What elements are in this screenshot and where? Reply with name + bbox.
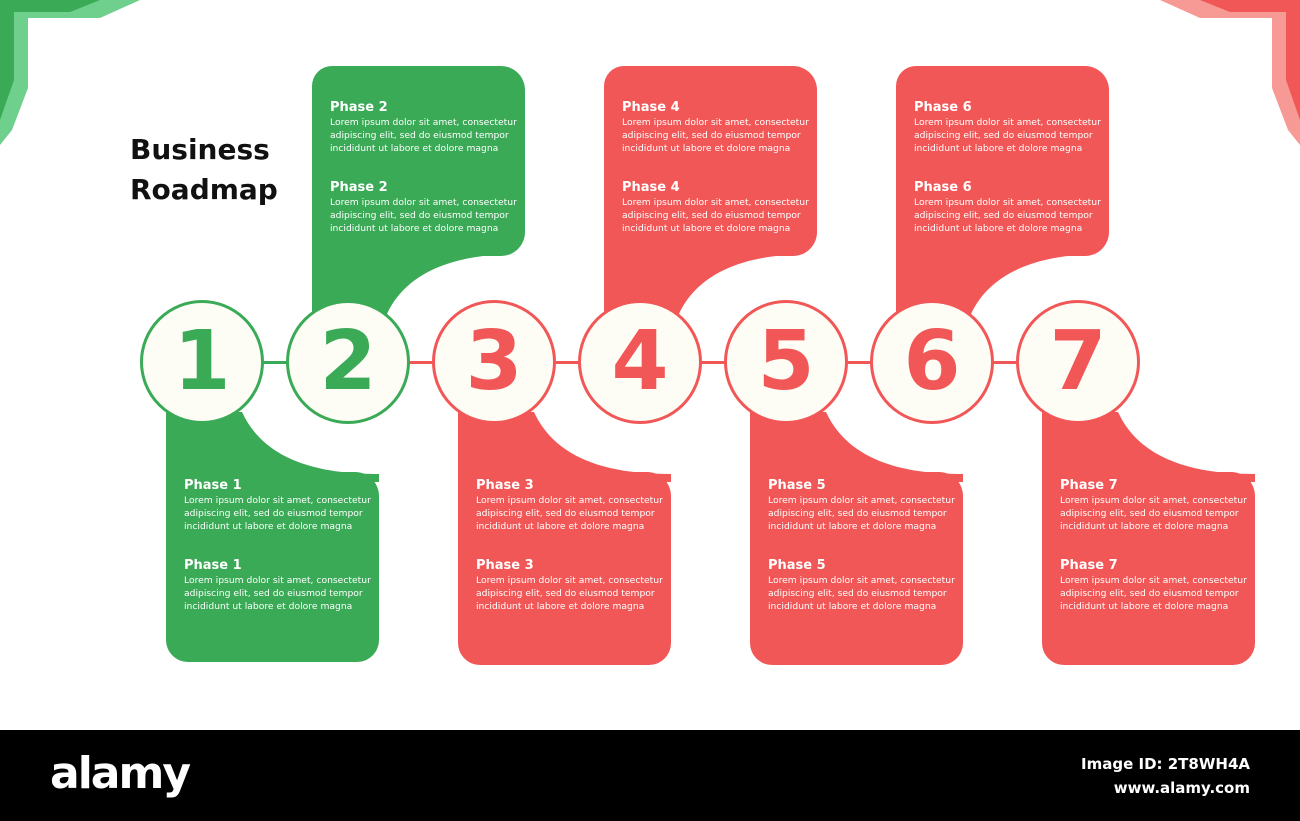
phase-description: Lorem ipsum dolor sit amet, consectetur … xyxy=(476,575,663,612)
corner-decoration-left xyxy=(0,0,140,145)
page-title: Business Roadmap xyxy=(130,130,278,210)
phase-number: 5 xyxy=(757,314,815,409)
connector-line xyxy=(698,361,728,364)
phase-description: Lorem ipsum dolor sit amet, consectetur … xyxy=(914,117,1101,154)
phase-title: Phase 5 xyxy=(768,558,826,573)
phase-number: 1 xyxy=(173,314,231,409)
phase-6-panel: Phase 6 Lorem ipsum dolor sit amet, conse… xyxy=(896,66,1109,256)
phase-2-stem xyxy=(312,254,525,314)
phase-title: Phase 3 xyxy=(476,558,534,573)
phase-number: 2 xyxy=(319,314,377,409)
phase-2-panel: Phase 2 Lorem ipsum dolor sit amet, conse… xyxy=(312,66,525,256)
phase-7-stem xyxy=(1042,412,1255,482)
footer-info: Image ID: 2T8WH4A www.alamy.com xyxy=(1081,752,1250,800)
phase-description: Lorem ipsum dolor sit amet, consectetur … xyxy=(184,495,371,532)
roadmap-canvas: Business Roadmap Phase 1 Lorem ipsum dolo… xyxy=(0,0,1300,665)
phase-title: Phase 4 xyxy=(622,100,680,115)
phase-title: Phase 4 xyxy=(622,180,680,195)
connector-line xyxy=(990,361,1020,364)
phase-number: 7 xyxy=(1049,314,1107,409)
corner-decoration-right xyxy=(1160,0,1300,145)
phase-6-stem xyxy=(896,254,1109,314)
phase-2-node: 2 xyxy=(286,300,410,424)
phase-3-panel: Phase 3 Lorem ipsum dolor sit amet, conse… xyxy=(458,472,671,665)
title-line-2: Roadmap xyxy=(130,173,278,206)
phase-1-entry-2: Phase 1 Lorem ipsum dolor sit amet, conse… xyxy=(184,558,371,613)
phase-title: Phase 1 xyxy=(184,478,242,493)
footer-logo: alamy xyxy=(50,748,191,799)
phase-7-node: 7 xyxy=(1016,300,1140,424)
title-line-1: Business xyxy=(130,133,270,166)
phase-2-entry-2: Phase 2 Lorem ipsum dolor sit amet, conse… xyxy=(330,180,517,235)
phase-title: Phase 1 xyxy=(184,558,242,573)
phase-title: Phase 5 xyxy=(768,478,826,493)
connector-line xyxy=(552,361,582,364)
connector-line xyxy=(844,361,874,364)
connector-line xyxy=(260,361,290,364)
phase-7-entry-1: Phase 7 Lorem ipsum dolor sit amet, conse… xyxy=(1060,478,1247,533)
phase-3-node: 3 xyxy=(432,300,556,424)
phase-description: Lorem ipsum dolor sit amet, consectetur … xyxy=(622,197,809,234)
connector-line xyxy=(406,361,436,364)
phase-description: Lorem ipsum dolor sit amet, consectetur … xyxy=(914,197,1101,234)
phase-5-panel: Phase 5 Lorem ipsum dolor sit amet, conse… xyxy=(750,472,963,665)
phase-5-stem xyxy=(750,412,963,482)
phase-title: Phase 7 xyxy=(1060,478,1118,493)
phase-description: Lorem ipsum dolor sit amet, consectetur … xyxy=(622,117,809,154)
phase-title: Phase 2 xyxy=(330,180,388,195)
phase-description: Lorem ipsum dolor sit amet, consectetur … xyxy=(1060,575,1247,612)
phase-4-entry-1: Phase 4 Lorem ipsum dolor sit amet, conse… xyxy=(622,100,809,155)
phase-title: Phase 6 xyxy=(914,100,972,115)
phase-description: Lorem ipsum dolor sit amet, consectetur … xyxy=(184,575,371,612)
phase-6-entry-1: Phase 6 Lorem ipsum dolor sit amet, conse… xyxy=(914,100,1101,155)
phase-4-panel: Phase 4 Lorem ipsum dolor sit amet, conse… xyxy=(604,66,817,256)
phase-3-entry-2: Phase 3 Lorem ipsum dolor sit amet, conse… xyxy=(476,558,663,613)
phase-title: Phase 6 xyxy=(914,180,972,195)
phase-description: Lorem ipsum dolor sit amet, consectetur … xyxy=(476,495,663,532)
phase-1-stem xyxy=(166,412,379,482)
phase-description: Lorem ipsum dolor sit amet, consectetur … xyxy=(1060,495,1247,532)
phase-1-node: 1 xyxy=(140,300,264,424)
phase-number: 4 xyxy=(611,314,669,409)
phase-6-entry-2: Phase 6 Lorem ipsum dolor sit amet, conse… xyxy=(914,180,1101,235)
phase-3-stem xyxy=(458,412,671,482)
phase-description: Lorem ipsum dolor sit amet, consectetur … xyxy=(768,575,955,612)
footer-bar: alamy Image ID: 2T8WH4A www.alamy.com xyxy=(0,730,1300,821)
phase-2-entry-1: Phase 2 Lorem ipsum dolor sit amet, conse… xyxy=(330,100,517,155)
phase-4-entry-2: Phase 4 Lorem ipsum dolor sit amet, conse… xyxy=(622,180,809,235)
footer-url: www.alamy.com xyxy=(1113,779,1250,797)
phase-1-panel: Phase 1 Lorem ipsum dolor sit amet, conse… xyxy=(166,472,379,662)
phase-7-panel: Phase 7 Lorem ipsum dolor sit amet, conse… xyxy=(1042,472,1255,665)
phase-4-node: 4 xyxy=(578,300,702,424)
phase-description: Lorem ipsum dolor sit amet, consectetur … xyxy=(330,197,517,234)
phase-number: 6 xyxy=(903,314,961,409)
phase-1-entry-1: Phase 1 Lorem ipsum dolor sit amet, conse… xyxy=(184,478,371,533)
phase-title: Phase 7 xyxy=(1060,558,1118,573)
phase-3-entry-1: Phase 3 Lorem ipsum dolor sit amet, conse… xyxy=(476,478,663,533)
phase-5-node: 5 xyxy=(724,300,848,424)
phase-6-node: 6 xyxy=(870,300,994,424)
phase-title: Phase 3 xyxy=(476,478,534,493)
phase-5-entry-1: Phase 5 Lorem ipsum dolor sit amet, conse… xyxy=(768,478,955,533)
phase-number: 3 xyxy=(465,314,523,409)
phase-description: Lorem ipsum dolor sit amet, consectetur … xyxy=(768,495,955,532)
phase-5-entry-2: Phase 5 Lorem ipsum dolor sit amet, conse… xyxy=(768,558,955,613)
phase-title: Phase 2 xyxy=(330,100,388,115)
image-id-label: Image ID: 2T8WH4A xyxy=(1081,755,1250,773)
phase-4-stem xyxy=(604,254,817,314)
phase-description: Lorem ipsum dolor sit amet, consectetur … xyxy=(330,117,517,154)
phase-7-entry-2: Phase 7 Lorem ipsum dolor sit amet, conse… xyxy=(1060,558,1247,613)
